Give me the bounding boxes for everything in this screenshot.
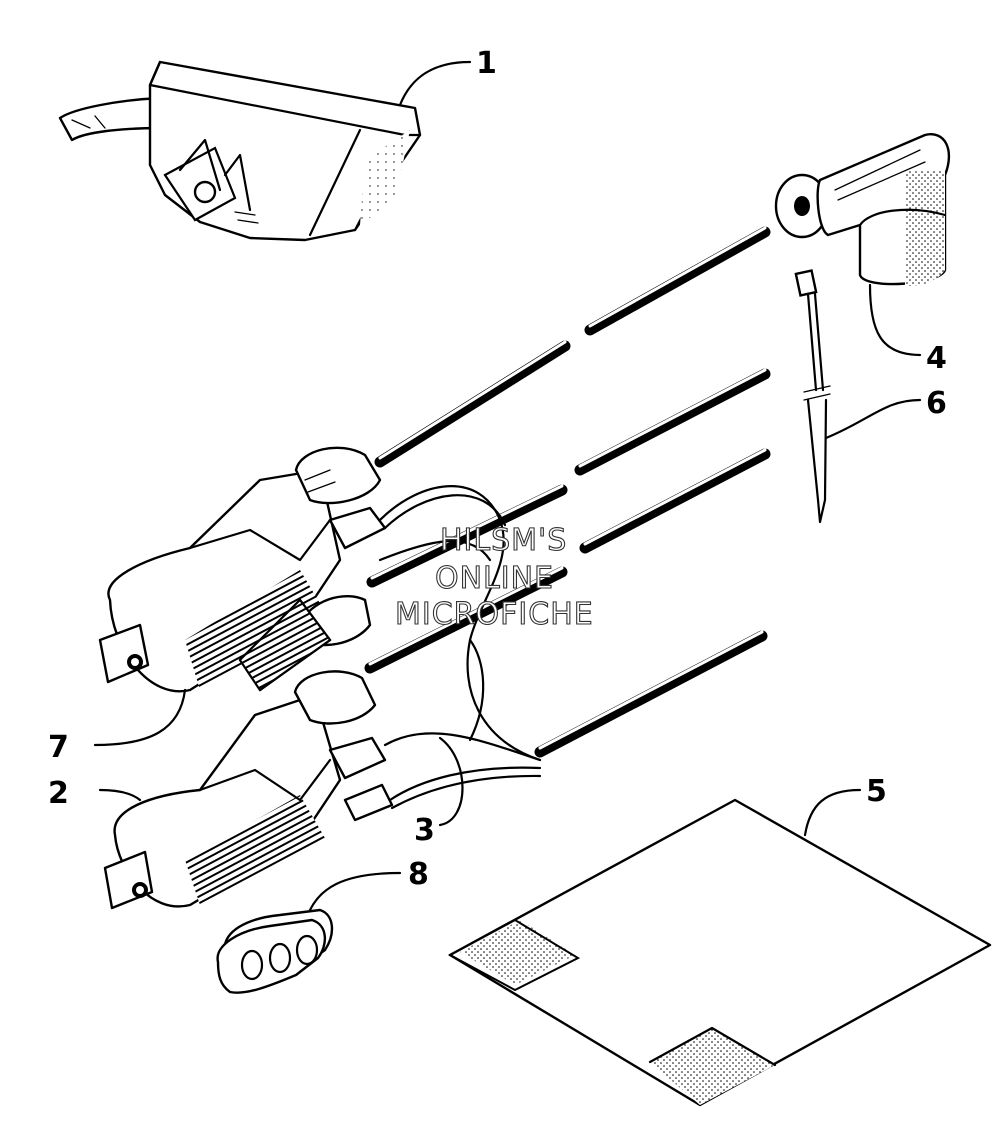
part-3-wire-harness (378, 485, 542, 810)
leader-line-5 (803, 788, 862, 837)
part-8-wire-clip (216, 908, 334, 994)
leader-line-7 (93, 688, 187, 747)
leader-line-1 (398, 60, 472, 107)
leader-line-4 (868, 283, 922, 357)
leader-line-2 (98, 788, 142, 802)
callout-4: 4 (926, 341, 947, 376)
high-tension-leads (364, 226, 771, 758)
callout-2: 2 (48, 776, 69, 811)
watermark-line-3: MICROFICHE (395, 597, 594, 632)
callout-6: 6 (926, 386, 947, 421)
leader-line-6 (824, 398, 922, 440)
callout-3: 3 (414, 813, 435, 848)
callout-5: 5 (866, 774, 887, 809)
watermark-line-1: HILSM'S (440, 523, 567, 558)
part-1-ignition-module (58, 60, 422, 242)
watermark: HILSM'S ONLINE MICROFICHE (394, 522, 594, 632)
leader-line-8 (308, 871, 402, 912)
part-7-ignition-coil-upper (98, 446, 387, 693)
part-2-ignition-coil-lower (103, 670, 394, 910)
callout-1: 1 (476, 46, 497, 81)
callout-7: 7 (48, 730, 69, 765)
watermark-line-2: ONLINE (435, 561, 554, 596)
leader-line-3 (438, 736, 464, 827)
callout-8: 8 (408, 857, 429, 892)
part-5-instruction-sheet (447, 798, 992, 1107)
part-4-spark-plug-cap (774, 133, 951, 287)
part-6-cable-tie (794, 269, 831, 524)
